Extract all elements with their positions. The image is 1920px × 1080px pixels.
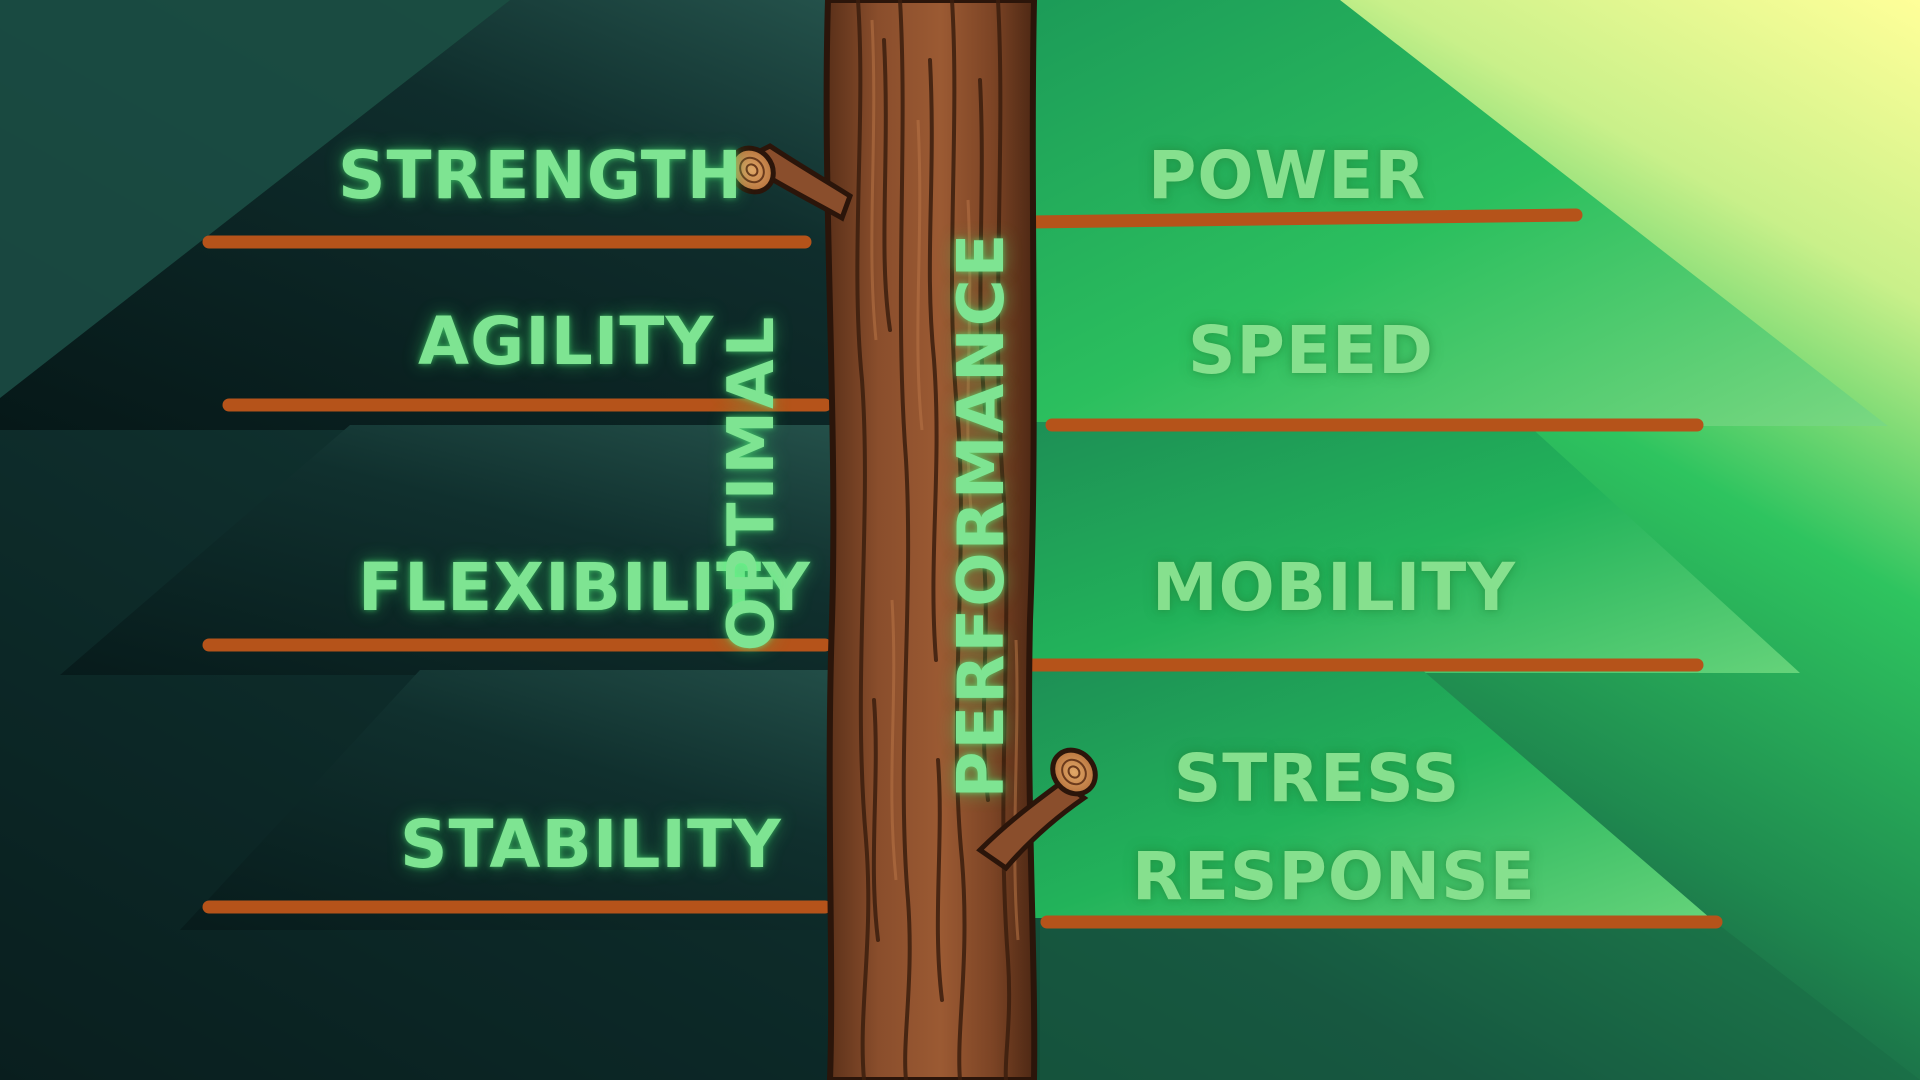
trunk-title-optimal: OPTIMAL [715, 314, 789, 652]
label-strength: STRENGTH [338, 137, 743, 214]
label-stability: STABILITY [400, 806, 782, 883]
label-agility: AGILITY [418, 303, 715, 380]
label-flexibility: FLEXIBILITY [358, 549, 811, 626]
tree-trunk [823, 0, 1038, 1080]
right-tier-2 [1030, 422, 1800, 673]
label-stress-response: STRESS RESPONSE [1132, 730, 1536, 926]
branch-line-power [1023, 208, 1583, 229]
trunk-title-performance: PERFORMANCE [945, 231, 1019, 799]
left-tier-2 [60, 425, 1040, 675]
label-power: POWER [1148, 137, 1427, 214]
branch-stub-upper-left [728, 143, 854, 222]
left-tier-3 [180, 670, 1040, 930]
label-speed: SPEED [1188, 312, 1434, 389]
label-mobility: MOBILITY [1152, 549, 1517, 626]
left-tier-1 [0, 0, 1040, 430]
label-stress-response-line1: STRESS [1173, 740, 1461, 817]
label-stress-response-line2: RESPONSE [1132, 838, 1536, 915]
right-tier-3 [1030, 668, 1710, 918]
branch-stub-lower-right [976, 747, 1098, 872]
